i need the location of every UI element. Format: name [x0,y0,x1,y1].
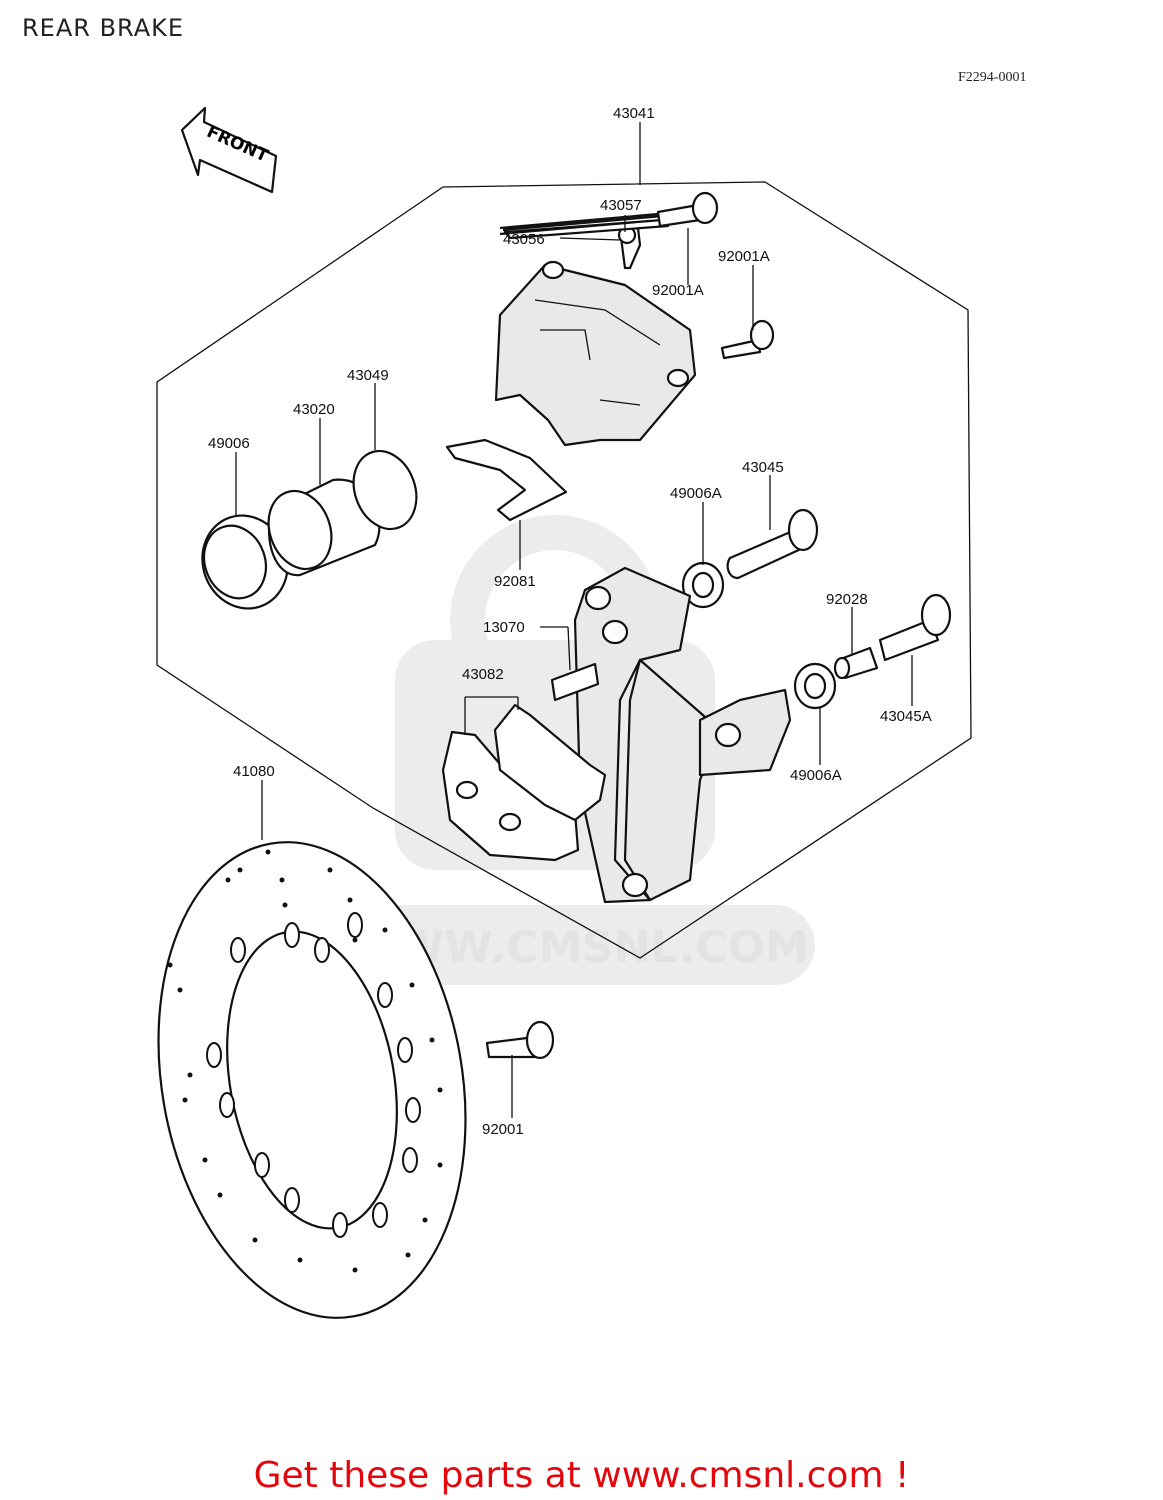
get-parts-link[interactable]: Get these parts at www.cmsnl.com ! [253,1455,910,1496]
bleeder-valve-43057 [617,225,642,270]
disc-bolt-92001 [485,1020,555,1060]
label-49006A-upper: 49006A [670,485,722,502]
label-43041: 43041 [613,105,655,122]
label-41080: 41080 [233,763,275,780]
label-92001A-upper: 92001A [718,248,770,265]
figure-code: F2294-0001 [958,70,1027,85]
caliper-body [494,260,697,447]
brake-disc-41080 [157,841,467,1319]
label-43045A: 43045A [880,708,932,725]
page-title: REAR BRAKE [22,14,185,42]
label-92001A-lower: 92001A [652,282,704,299]
slide-pin-43045 [726,508,819,580]
label-43082: 43082 [462,666,504,683]
leader-lines [235,122,913,1118]
piston-seal-43049 [352,449,418,531]
label-43045: 43045 [742,459,784,476]
label-43057: 43057 [600,197,642,214]
anti-rattle-spring-92081 [445,438,568,522]
label-43056: 43056 [503,231,545,248]
label-43049: 43049 [347,367,389,384]
boot-49006A-lower [793,662,837,710]
seal-49006 [201,514,289,610]
front-arrow-icon: FRONT [180,106,278,194]
caliper-assembly-outline [156,181,972,959]
piston-43020 [267,478,381,577]
sleeve-92028 [833,646,879,680]
label-43020: 43020 [293,401,335,418]
label-13070: 13070 [483,619,525,636]
label-92081: 92081 [494,573,536,590]
label-92028: 92028 [826,591,868,608]
slide-pin-43045A [878,593,952,662]
label-92001: 92001 [482,1121,524,1138]
label-49006A-lower: 49006A [790,767,842,784]
part-labels: 43041 43057 43056 92001A 92001A 43049 43… [208,105,932,1138]
caliper-bracket [573,566,792,904]
brake-pads-43082 [441,703,607,862]
caliper-bolt-92001A-right [720,319,775,360]
shim-13070 [550,662,600,702]
label-49006: 49006 [208,435,250,452]
bolt-92001A-upper-head [656,191,719,228]
